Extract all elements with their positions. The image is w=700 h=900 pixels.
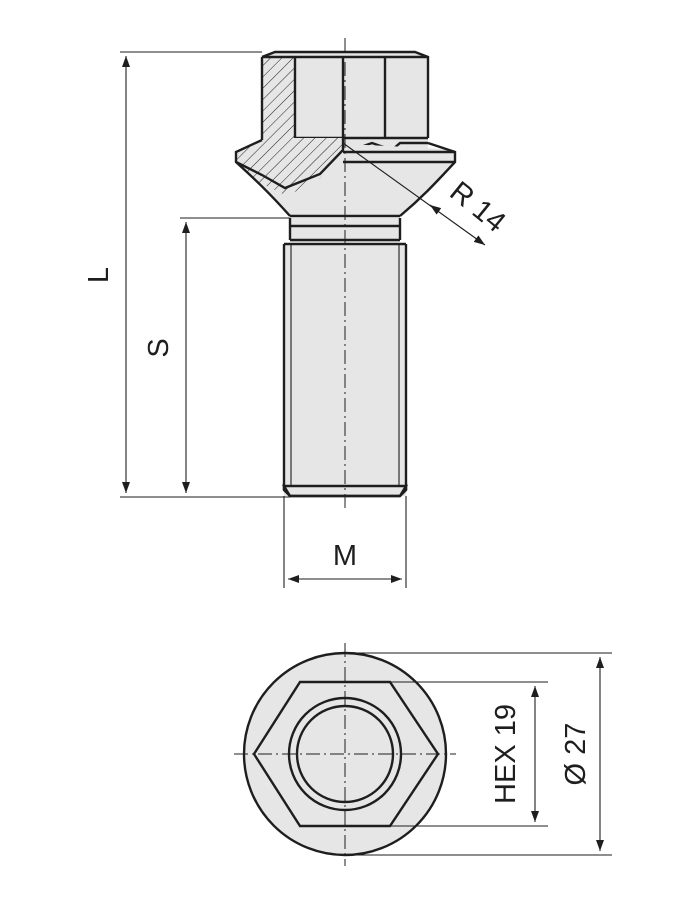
dimension-label-diameter: Ø 27 — [560, 723, 592, 786]
side-view: L S M R 14 — [83, 38, 511, 588]
inner-circle-inner — [295, 704, 395, 804]
radius-leader — [342, 142, 486, 246]
dimension-label-m: M — [333, 540, 357, 572]
dimension-label-s: S — [143, 338, 175, 357]
end-view: HEX 19 Ø 27 — [234, 643, 612, 866]
dimension-label-hex: HEX 19 — [490, 704, 522, 804]
radius-label: R 14 — [444, 176, 512, 239]
dimension-label-l: L — [83, 267, 115, 283]
